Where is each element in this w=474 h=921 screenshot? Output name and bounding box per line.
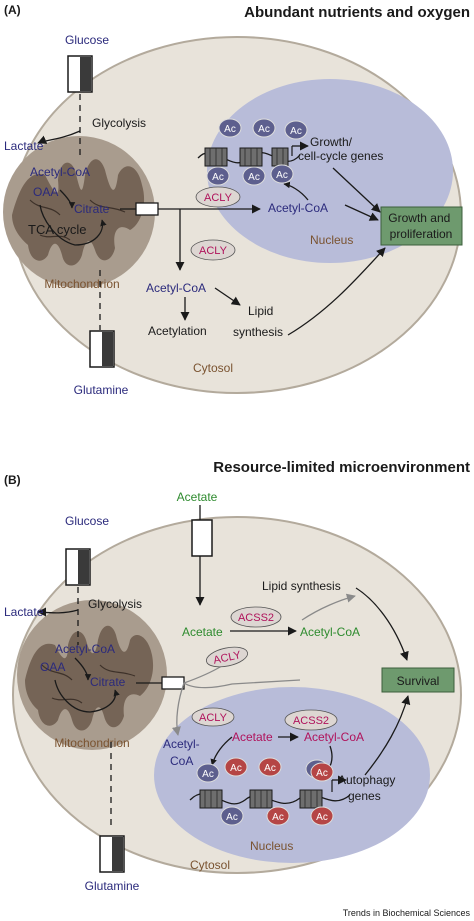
svg-text:Ac: Ac — [316, 812, 328, 823]
panel-b-label: (B) — [4, 473, 21, 487]
acetyl-coa-nuc-left-label: Acetyl- CoA — [163, 737, 203, 768]
panel-b-title: Resource-limited microenvironment — [213, 459, 470, 476]
outcome-label-a: Growth and proliferation — [388, 211, 453, 241]
citrate-transporter — [135, 202, 159, 216]
acss2-oval-cyto — [230, 606, 282, 628]
acly-oval-nuc-b — [191, 707, 235, 727]
svg-text:Ac: Ac — [212, 172, 224, 183]
svg-text:Ac: Ac — [264, 763, 276, 774]
svg-text:Ac: Ac — [202, 769, 214, 780]
acly-label-nuc-b: ACLY — [199, 712, 228, 724]
citrate-transporter-b — [161, 676, 185, 690]
svg-text:Ac: Ac — [248, 172, 260, 183]
svg-text:Ac: Ac — [316, 768, 328, 779]
panel-b: (B) Resource-limited microenvironment Gl… — [4, 459, 470, 893]
glycolysis-label: Glycolysis — [92, 116, 146, 130]
acetyl-coa-nuc-label: Acetyl-CoA — [268, 201, 328, 215]
acly-label-nuclear: ACLY — [204, 192, 233, 204]
acly-oval-cyto-b — [205, 646, 249, 668]
lactate-label: Lactate — [4, 139, 44, 153]
acetyl-coa-cyto-label: Acetyl-CoA — [146, 281, 206, 295]
ac-marks-b: Ac Ac Ac Ac Ac Ac Ac Ac — [196, 757, 334, 826]
acly-label-cytosol: ACLY — [199, 245, 228, 257]
acetylation-label: Acetylation — [148, 324, 207, 338]
svg-text:Ac: Ac — [258, 124, 270, 135]
chromatin-b — [189, 775, 351, 809]
nucleus-label-a: Nucleus — [310, 233, 353, 247]
glutamine-label: Glutamine — [74, 383, 129, 397]
glucose-label-b: Glucose — [65, 514, 109, 528]
chromatin-a — [197, 141, 309, 167]
glucose-label: Glucose — [65, 33, 109, 47]
acss2-oval-nuc — [284, 709, 338, 731]
svg-text:Ac: Ac — [272, 812, 284, 823]
acetyl-coa-cyto-label-b: Acetyl-CoA — [300, 625, 360, 639]
journal-footer: Trends in Biochemical Sciences — [343, 908, 471, 918]
panel-a: (A) Abundant nutrients and oxygen Glucos… — [3, 3, 470, 397]
oaa-label: OAA — [33, 185, 58, 199]
panel-a-label: (A) — [4, 3, 21, 17]
mitochondrion — [3, 136, 155, 288]
citrate-label: Citrate — [74, 202, 110, 216]
acetyl-coa-mito-label-b: Acetyl-CoA — [55, 642, 115, 656]
svg-text:Ac: Ac — [226, 812, 238, 823]
acetate-ext-label: Acetate — [177, 490, 218, 504]
acetyl-coa-mito-label: Acetyl-CoA — [30, 165, 90, 179]
cytosol-label-a: Cytosol — [193, 361, 233, 375]
lactate-label-b: Lactate — [4, 605, 44, 619]
acss2-label-cyto: ACSS2 — [238, 612, 274, 624]
genes-label-a: Growth/ cell-cycle genes — [298, 135, 383, 163]
svg-text:Ac: Ac — [290, 126, 302, 137]
acss2-label-nuc: ACSS2 — [293, 715, 329, 727]
genes-label-b: Autophagy genes — [338, 773, 399, 803]
nucleus-label-b: Nucleus — [250, 839, 293, 853]
mitochondrion-label-b: Mitochondrion — [54, 736, 129, 750]
ac-marks-a: Ac Ac Ac Ac Ac Ac — [206, 118, 309, 201]
citrate-label-b: Citrate — [90, 675, 126, 689]
outcome-label-b: Survival — [397, 674, 440, 688]
acetate-transporter — [191, 519, 213, 557]
glycolysis-label-b: Glycolysis — [88, 597, 142, 611]
svg-text:Ac: Ac — [230, 763, 242, 774]
lipid-synthesis-label-b: Lipid synthesis — [262, 579, 341, 593]
cytosol-label-b: Cytosol — [190, 858, 230, 872]
acly-label-cyto-b: ACLY — [212, 649, 242, 667]
acly-oval-cytosol — [190, 239, 236, 261]
panel-a-title: Abundant nutrients and oxygen — [244, 4, 470, 21]
acly-oval-nuclear — [195, 186, 241, 208]
svg-text:Ac: Ac — [224, 124, 236, 135]
glutamine-label-b: Glutamine — [85, 879, 140, 893]
svg-text:Ac: Ac — [276, 170, 288, 181]
acetate-nuc-label: Acetate — [232, 730, 273, 744]
mitochondrion-label: Mitochondrion — [44, 277, 119, 291]
oaa-label-b: OAA — [40, 660, 65, 674]
outcome-box-a — [380, 206, 463, 246]
acetate-cyto-label: Acetate — [182, 625, 223, 639]
tca-cycle-label: TCA cycle — [28, 222, 87, 237]
lipid-synthesis-label-a: Lipid synthesis — [233, 304, 283, 339]
outcome-box-b — [381, 667, 455, 693]
acetyl-coa-nuc-label-b: Acetyl-CoA — [304, 730, 364, 744]
